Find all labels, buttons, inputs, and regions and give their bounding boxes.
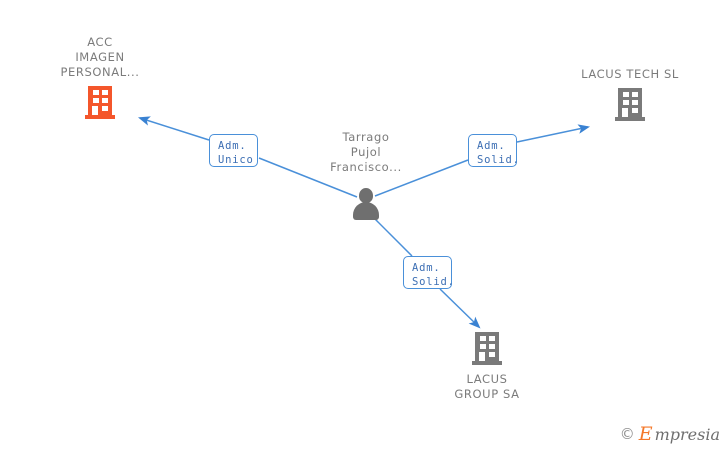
relation-label-adm-solid-lacus-tech[interactable]: Adm. Solid. — [468, 134, 519, 167]
node-label-acc-imagen-personal: ACC IMAGEN PERSONAL... — [60, 35, 140, 79]
node-label-lacus-tech-sl: LACUS TECH SL — [581, 67, 679, 81]
person-icon — [349, 188, 383, 220]
copyright-icon: © — [619, 425, 635, 443]
node-label-person: Tarrago Pujol Francisco... — [330, 130, 402, 174]
node-person-tarrago-pujol-francisco[interactable]: Tarrago Pujol Francisco... — [330, 130, 401, 220]
edge-line-adm-solid-to-lacus-tech — [516, 124, 591, 143]
building-icon — [615, 88, 645, 122]
edge-line-person-to-adm-unico — [258, 157, 358, 198]
edge-line-adm-unico-to-acc — [137, 116, 210, 141]
relation-label-adm-solid-lacus-group[interactable]: Adm. Solid. — [403, 256, 454, 289]
node-label-lacus-group-sa: LACUS GROUP SA — [454, 372, 520, 401]
brand-name: mpresia — [654, 424, 720, 444]
edge-line-person-to-adm-solid-right — [374, 159, 469, 197]
watermark-empresia: © E mpresia — [620, 425, 720, 444]
building-icon — [85, 86, 115, 120]
node-acc-imagen-personal[interactable]: ACC IMAGEN PERSONAL... — [61, 35, 139, 120]
node-lacus-tech-sl[interactable]: LACUS TECH SL — [581, 67, 678, 122]
edge-line-person-to-adm-solid-bottom — [374, 218, 413, 257]
node-lacus-group-sa[interactable]: LACUS GROUP SA — [454, 332, 519, 401]
brand-initial: E — [638, 423, 653, 445]
relation-label-adm-unico[interactable]: Adm. Unico — [209, 134, 258, 167]
edge-line-adm-solid-to-lacus-group — [439, 288, 481, 329]
building-icon — [472, 332, 502, 366]
